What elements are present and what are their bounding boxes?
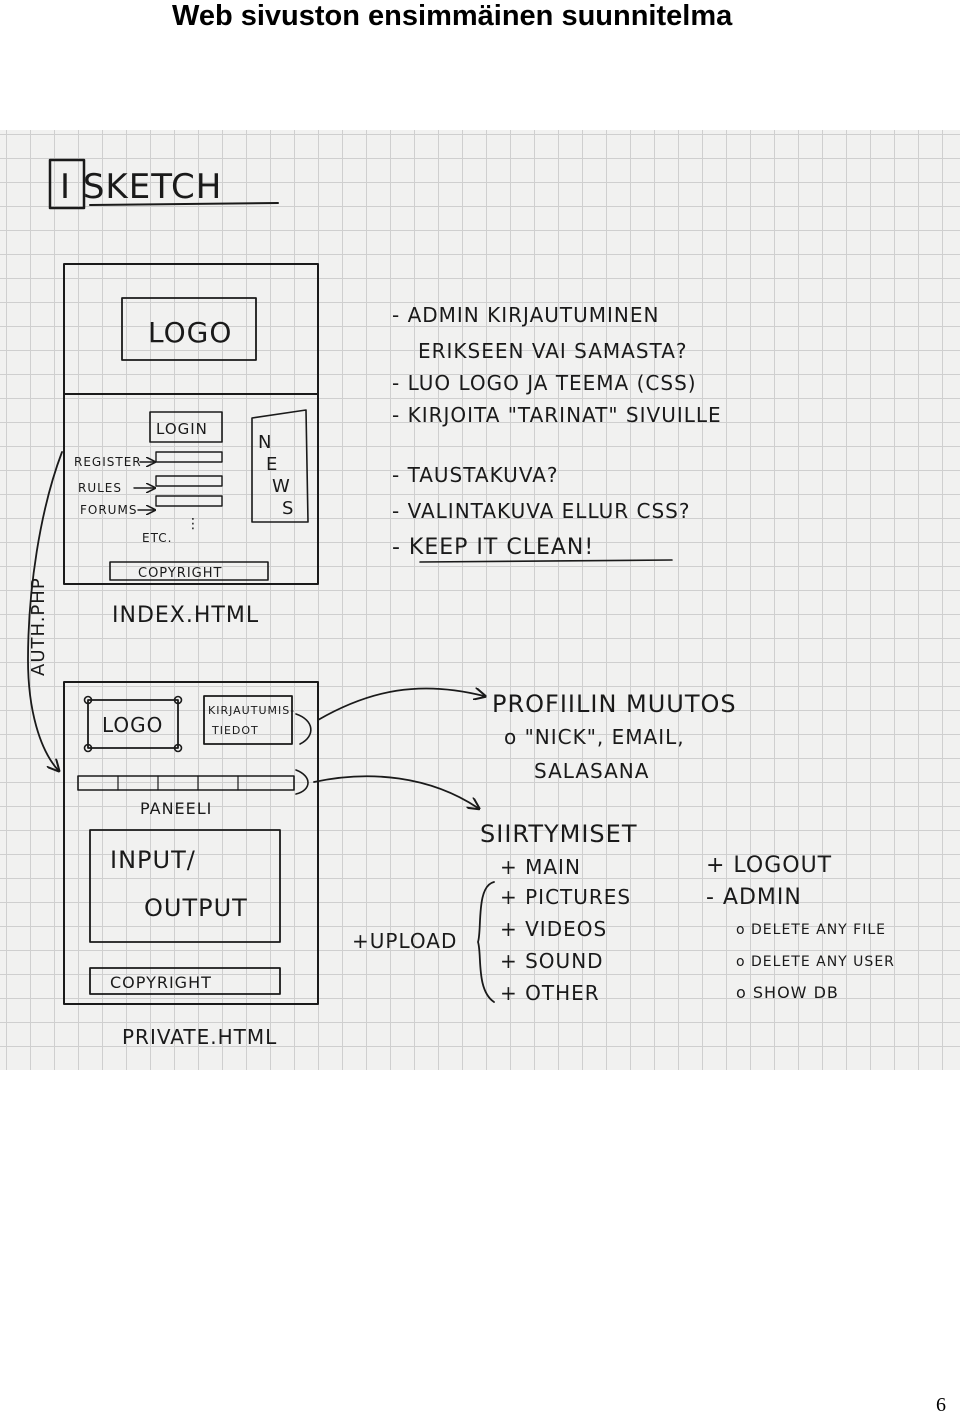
note-4: - TAUSTAKUVA? xyxy=(392,463,559,487)
navigation-section: SIIRTYMISET + MAIN + PICTURES + VIDEOS +… xyxy=(352,820,895,1005)
profile-arrow xyxy=(317,688,484,721)
admin-item-3: o SHOW DB xyxy=(736,983,839,1002)
index-copyright-label: COPYRIGHT xyxy=(138,566,222,581)
login-field-1 xyxy=(155,451,223,463)
login-field-2 xyxy=(155,475,223,487)
login-field-3 xyxy=(155,495,223,507)
media-brace xyxy=(477,881,495,1003)
index-link-register: REGISTER xyxy=(74,455,142,469)
note-5: - VALINTAKUVA ELLUR CSS? xyxy=(392,499,690,523)
auth-arrow xyxy=(27,451,63,770)
logo-corner-tl xyxy=(83,695,93,705)
private-login-info-line1: KIRJAUTUMIS- xyxy=(208,704,295,717)
navigation-media-3: + SOUND xyxy=(500,949,604,973)
private-filename: PRIVATE.HTML xyxy=(122,1025,277,1049)
index-etc-dots: ⋮ xyxy=(186,516,201,532)
sketch-heading: I SKETCH xyxy=(60,167,222,207)
navigation-arrow xyxy=(313,775,478,808)
logo-corner-bl xyxy=(83,743,93,753)
navigation-logout: + LOGOUT xyxy=(706,853,832,878)
navigation-admin: - ADMIN xyxy=(706,885,802,910)
index-news-w: W xyxy=(272,476,291,497)
panel-brace xyxy=(295,769,309,795)
index-link-forums: FORUMS xyxy=(80,503,137,517)
notes-list: - ADMIN KIRJAUTUMINEN ERIKSEEN VAI SAMAS… xyxy=(392,303,722,563)
note-6: - KEEP IT CLEAN! xyxy=(392,535,594,560)
private-frame xyxy=(63,681,319,1005)
index-logo-box xyxy=(121,297,257,361)
navigation-media-4: + OTHER xyxy=(500,981,600,1005)
heading-underline xyxy=(89,202,279,206)
admin-item-2: o DELETE ANY USER xyxy=(736,954,895,970)
private-login-info-line2: TIEDOT xyxy=(211,724,259,737)
page-number: 6 xyxy=(936,1394,946,1416)
private-logo-box xyxy=(87,699,179,749)
private-copyright-label: COPYRIGHT xyxy=(110,973,212,992)
private-panel-bar xyxy=(77,775,295,791)
profile-item-1: o "NICK", EMAIL, xyxy=(504,725,685,749)
admin-item-1: o DELETE ANY FILE xyxy=(736,922,886,938)
note-1-cont: ERIKSEEN VAI SAMASTA? xyxy=(418,339,688,363)
private-copyright-box xyxy=(89,967,281,995)
private-login-info-box xyxy=(203,695,293,745)
private-io-line2: OUTPUT xyxy=(144,894,248,922)
note-1: - ADMIN KIRJAUTUMINEN xyxy=(392,303,659,327)
index-news-s: S xyxy=(282,498,294,519)
index-logo-label: LOGO xyxy=(148,316,232,349)
navigation-main: + MAIN xyxy=(500,855,581,879)
auth-label: AUTH.PHP xyxy=(28,577,49,676)
note-2: - LUO LOGO JA TEEMA (CSS) xyxy=(392,371,697,395)
navigation-title: SIIRTYMISET xyxy=(480,820,637,848)
page-title: Web sivuston ensimmäinen suunnitelma xyxy=(172,0,733,32)
profile-item-2: SALASANA xyxy=(534,759,649,783)
index-frame xyxy=(63,263,319,585)
index-copyright-box xyxy=(109,561,269,581)
index-news-e: E xyxy=(266,454,278,475)
profile-section: PROFIILIN MUUTOS o "NICK", EMAIL, SALASA… xyxy=(492,690,737,783)
index-news-n: N xyxy=(258,432,272,453)
profile-title: PROFIILIN MUUTOS xyxy=(492,690,737,718)
private-panel-label: PANEELI xyxy=(140,799,212,818)
index-login-box xyxy=(149,411,223,443)
sketch-drawing: I SKETCH LOGO LOGIN REGISTER RULES FORUM… xyxy=(27,158,895,1049)
login-info-brace xyxy=(295,713,312,745)
index-mockup: LOGO LOGIN REGISTER RULES FORUMS ETC. ⋮ … xyxy=(63,263,319,628)
private-io-box xyxy=(89,829,281,943)
heading-box xyxy=(48,158,86,210)
index-etc: ETC. xyxy=(142,531,172,545)
logo-corner-tr xyxy=(173,695,183,705)
note-6-underline xyxy=(419,559,673,563)
index-filename: INDEX.HTML xyxy=(112,603,259,628)
sketch-scan: I SKETCH LOGO LOGIN REGISTER RULES FORUM… xyxy=(0,130,960,1070)
navigation-media-2: + VIDEOS xyxy=(500,917,607,941)
index-link-rules: RULES xyxy=(78,481,122,495)
note-3: - KIRJOITA "TARINAT" SIVUILLE xyxy=(392,403,722,427)
navigation-media-1: + PICTURES xyxy=(500,885,631,909)
private-mockup: LOGO KIRJAUTUMIS- TIEDOT PANEELI INPUT/ … xyxy=(63,681,319,1049)
logo-corner-br xyxy=(173,743,183,753)
index-news-box xyxy=(251,409,309,523)
navigation-upload: +UPLOAD xyxy=(352,929,457,953)
private-logo-label: LOGO xyxy=(102,713,163,737)
index-login-label: LOGIN xyxy=(156,420,208,438)
private-io-line1: INPUT/ xyxy=(110,846,196,874)
